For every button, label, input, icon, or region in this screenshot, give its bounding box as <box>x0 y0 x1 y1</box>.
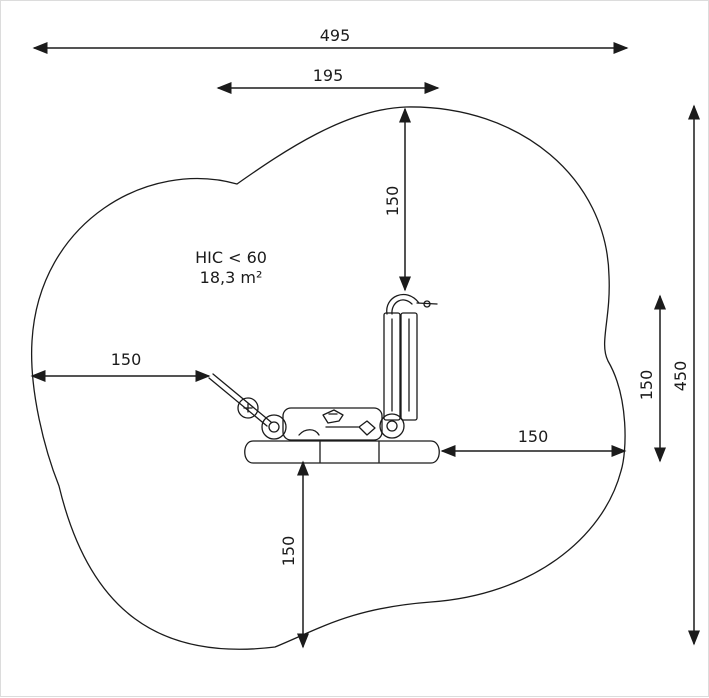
label-right-clearance: 150 <box>518 427 549 446</box>
label-overall-width: 495 <box>320 26 351 45</box>
label-top-width: 195 <box>313 66 344 85</box>
play-equipment <box>208 293 440 464</box>
safety-zone-outline <box>30 106 626 650</box>
label-overall-height: 450 <box>671 361 690 392</box>
label-bottom-clearance: 150 <box>279 536 298 567</box>
area-label: 18,3 m² <box>200 268 263 287</box>
label-top-clearance: 150 <box>383 186 402 217</box>
label-left-clearance: 150 <box>111 350 142 369</box>
label-right-inner-height: 150 <box>637 370 656 401</box>
hic-label: HIC < 60 <box>195 248 267 267</box>
